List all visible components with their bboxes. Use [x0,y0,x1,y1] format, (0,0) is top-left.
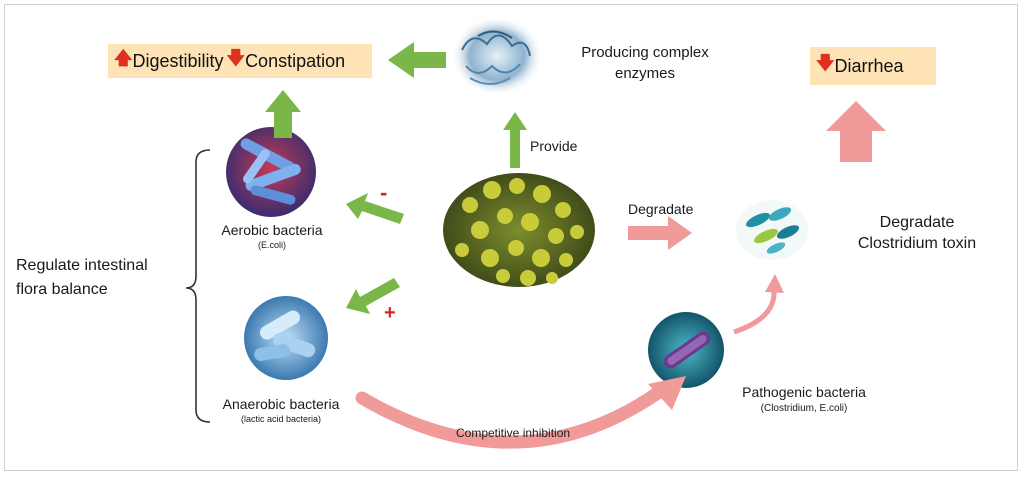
pink-curve-head [648,376,686,410]
plus-sign: + [384,302,396,324]
pink-arrow-degradate [628,216,692,250]
pink-arrow-up-diarrhea [826,101,886,162]
minus-sign: - [380,180,388,205]
constipation-label: Constipation [245,50,346,71]
anaerobic-bacteria-image [244,296,328,380]
pink-curve-to-toxin-head [765,274,784,293]
anaerobic-caption: Anaerobic bacteria (lactic acid bacteria… [222,396,340,424]
green-arrow-aerobic [346,193,404,224]
arrow-up-icon: 🡅 [114,48,133,68]
pathogenic-caption: Pathogenic bacteria (Clostridium, E.coli… [742,384,866,414]
pathogenic-bacteria-image [648,312,724,388]
enzyme-protein-image [451,16,543,96]
toxin-degradation-image [736,200,808,260]
competitive-inhibition-label: Competitive inhibition [456,426,571,440]
bracket [185,149,211,423]
green-arrow-up-provide [503,112,527,168]
regulate-caption: Regulate intestinal flora balance [16,257,148,298]
digestibility-label: Digestibility [132,50,224,71]
degradate-label: Degradate [628,201,694,217]
enzymes-caption: Producing complex enzymes [581,44,709,82]
arrow-down-icon: 🡇 [816,53,835,73]
pink-curve-to-toxin [733,289,777,335]
toxin-caption: Degradate Clostridium toxin [857,214,977,252]
diarrhea-label: Diarrhea [834,55,904,76]
probiotic-spores-image [443,173,595,287]
outcome-box-right: 🡇 Diarrhea [810,47,936,85]
outcome-box-left: 🡅 Digestibility 🡇 Constipation [108,44,372,78]
pink-curve-competitive [355,383,669,449]
green-arrow-left-enzymes [388,42,446,78]
green-arrow-anaerobic [346,278,400,314]
diagram-frame [4,4,1018,471]
green-arrow-up-outcome [265,90,301,138]
provide-label: Provide [530,138,578,154]
aerobic-caption: Aerobic bacteria (E.coli) [221,222,323,250]
arrow-down-icon: 🡇 [226,48,246,68]
aerobic-bacteria-image [226,127,316,217]
